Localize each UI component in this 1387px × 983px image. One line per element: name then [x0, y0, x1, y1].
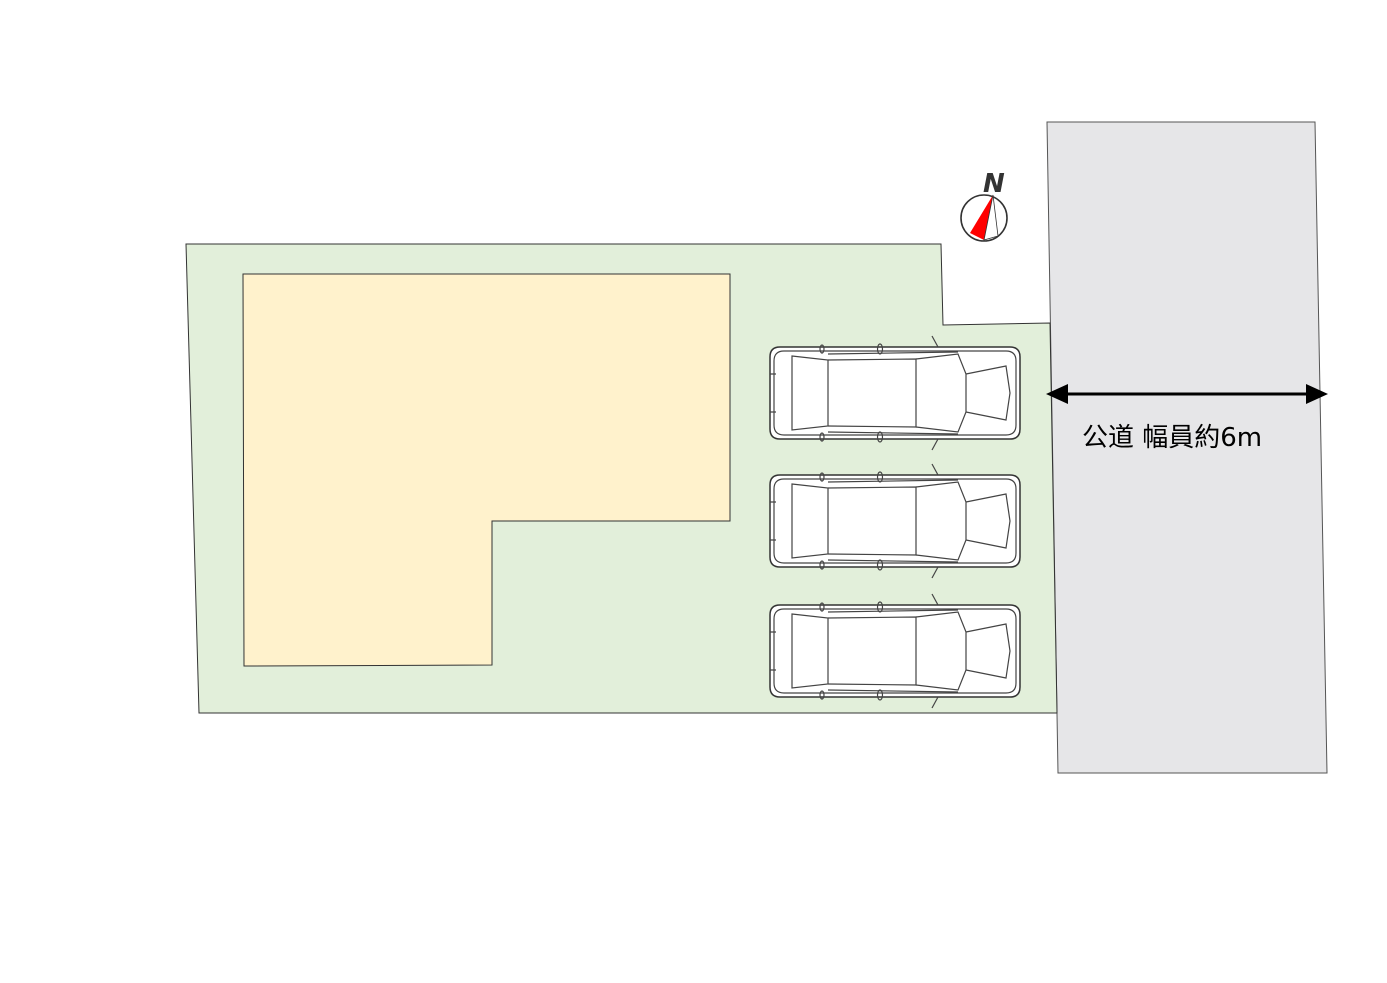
north-label: N [983, 169, 1005, 199]
north-compass: N [960, 169, 1008, 242]
road-width-label: 公道 幅員約6m [1082, 423, 1262, 453]
building-footprint [242, 273, 731, 667]
arrow-right-icon [1306, 384, 1328, 404]
parked-car-1 [769, 335, 1021, 451]
arrow-left-icon [1046, 384, 1068, 404]
compass-needle-shadow [983, 194, 999, 241]
parked-car-2 [769, 463, 1021, 579]
parked-car-3 [769, 593, 1021, 709]
road-width-arrow [1046, 384, 1328, 404]
compass-needle-icon [970, 195, 993, 240]
